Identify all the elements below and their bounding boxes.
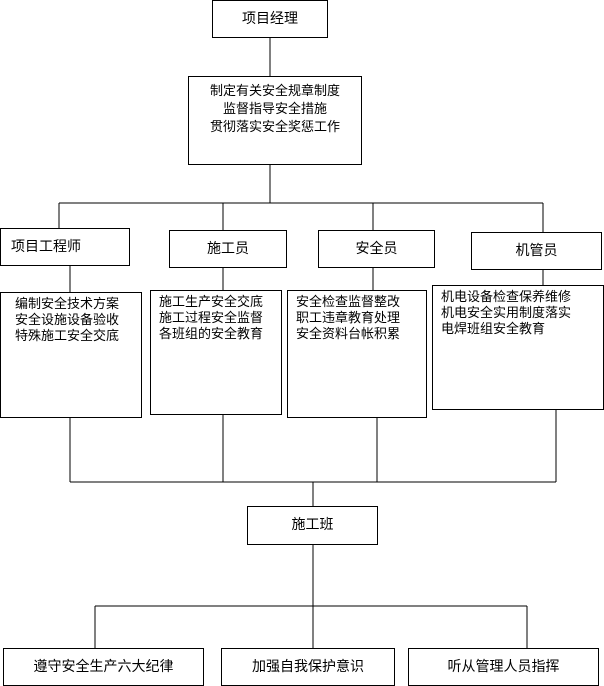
duty-line: 机电安全实用制度落实 <box>441 306 572 321</box>
team-title: 施工班 <box>291 517 334 533</box>
duty-line: 机电设备检查保养维修 <box>441 290 572 305</box>
team-box: 施工班 <box>247 506 378 545</box>
rule-label: 遵守安全生产六大纪律 <box>33 658 174 675</box>
role-box-engineer: 项目工程师 <box>0 228 130 266</box>
manager-duties-box: 制定有关安全规章制度 监督指导安全措施 贯彻落实安全奖惩工作 <box>188 76 362 165</box>
duty-line: 职工违章教育处理 <box>296 311 401 326</box>
role-title: 安全员 <box>355 240 398 257</box>
duty-line: 施工生产安全交底 <box>159 295 264 310</box>
role-duties-constructor: 施工生产安全交底 施工过程安全监督 各班组的安全教育 <box>150 290 282 415</box>
rule-box-discipline: 遵守安全生产六大纪律 <box>3 648 204 686</box>
role-box-safety-officer: 安全员 <box>318 230 435 268</box>
role-title: 机管员 <box>515 242 558 259</box>
manager-box: 项目经理 <box>212 0 328 38</box>
manager-duty-line: 制定有关安全规章制度 <box>209 84 340 99</box>
manager-title: 项目经理 <box>242 10 298 27</box>
role-duties-safety-officer: 安全检查监督整改 职工违章教育处理 安全资料台帐积累 <box>287 290 427 418</box>
duty-line: 各班组的安全教育 <box>159 327 264 342</box>
role-title: 施工员 <box>207 240 249 257</box>
duty-line: 电焊班组安全教育 <box>441 322 546 337</box>
duty-line: 安全资料台帐积累 <box>296 327 401 342</box>
role-box-constructor: 施工员 <box>169 230 287 268</box>
rule-label: 加强自我保护意识 <box>252 658 364 675</box>
duty-line: 编制安全技术方案 <box>15 297 120 312</box>
rule-label: 听从管理人员指挥 <box>447 658 560 675</box>
manager-duty-line: 贯彻落实安全奖惩工作 <box>209 120 340 135</box>
role-duties-machine-manager: 机电设备检查保养维修 机电安全实用制度落实 电焊班组安全教育 <box>432 285 604 410</box>
rule-box-self-protection: 加强自我保护意识 <box>221 648 395 686</box>
rule-box-obey-management: 听从管理人员指挥 <box>408 648 599 686</box>
duty-line: 安全设施设备验收 <box>15 313 120 328</box>
role-title: 项目工程师 <box>11 238 81 255</box>
manager-duty-line: 监督指导安全措施 <box>222 102 327 117</box>
role-duties-engineer: 编制安全技术方案 安全设施设备验收 特殊施工安全交底 <box>0 292 142 418</box>
duty-line: 特殊施工安全交底 <box>15 329 120 344</box>
role-box-machine-manager: 机管员 <box>471 232 602 270</box>
duty-line: 安全检查监督整改 <box>296 295 401 310</box>
duty-line: 施工过程安全监督 <box>159 311 264 326</box>
